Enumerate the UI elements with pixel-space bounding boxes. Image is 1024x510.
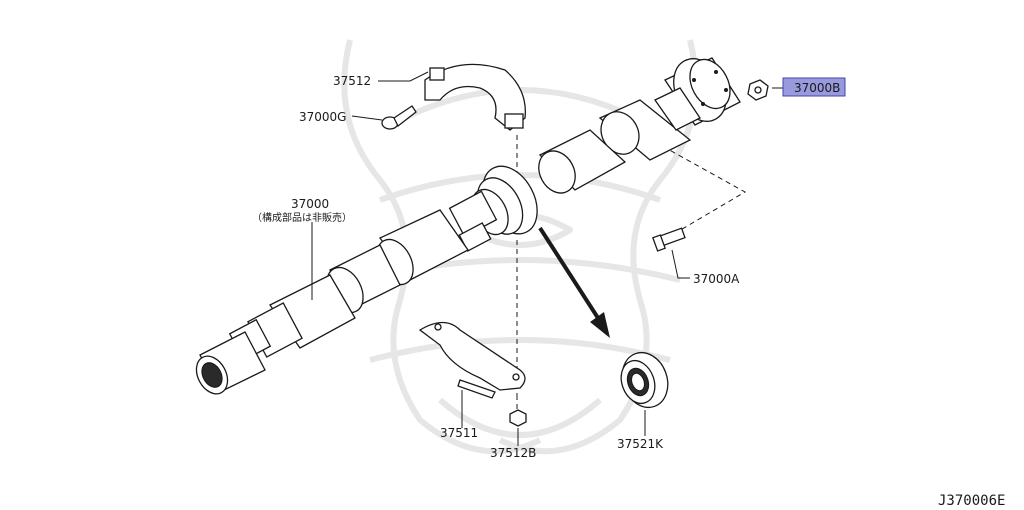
upper-bracket (424, 63, 526, 131)
center-bearing (620, 351, 669, 409)
nut-37000b (747, 79, 769, 101)
leader-lines (311, 71, 790, 446)
callout-37000a[interactable]: 37000A (693, 272, 740, 286)
callout-37521k[interactable]: 37521K (617, 437, 664, 451)
lower-bracket (418, 321, 526, 399)
callout-37511[interactable]: 37511 (440, 426, 478, 440)
part-highlight (782, 77, 846, 97)
propeller-shaft-assembly (195, 57, 741, 395)
exploded-view-arrow (538, 226, 610, 338)
callout-37000[interactable]: 37000 (291, 197, 329, 211)
callout-37000b[interactable]: 37000B (794, 81, 840, 95)
diagram-code: J370006E (938, 493, 1005, 509)
bolt-37000g (381, 105, 417, 130)
callout-37000g[interactable]: 37000G (299, 110, 346, 124)
callout-37512b[interactable]: 37512B (490, 446, 536, 460)
nut-37512b (509, 409, 527, 427)
callout-37000-note: （構成部品は非販売） (252, 211, 352, 224)
callout-37512[interactable]: 37512 (333, 74, 371, 88)
bolt-37000a (652, 227, 686, 252)
